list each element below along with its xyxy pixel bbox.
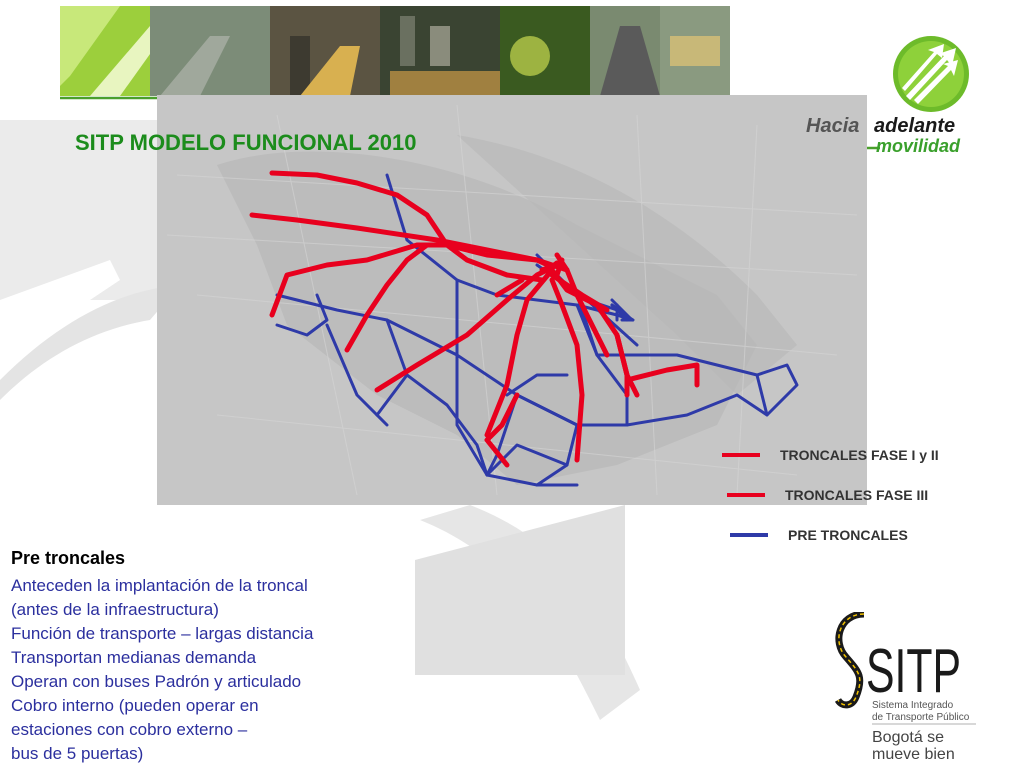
header-photo-banner (60, 6, 730, 96)
info-line: bus de 5 puertas) (11, 744, 144, 763)
info-lines: Anteceden la implantación de la troncal … (11, 574, 313, 766)
bogota-slogan-1: Bogotá se (872, 729, 944, 746)
legend-swatch-red (722, 453, 760, 457)
legend-item-pre-troncales: PRE TRONCALES (730, 527, 908, 543)
legend-item-troncales-fase-1-2: TRONCALES FASE I y II (722, 447, 939, 463)
legend-swatch-blue (730, 533, 768, 537)
legend-label: PRE TRONCALES (788, 527, 908, 543)
info-line: estaciones con cobro externo – (11, 720, 248, 739)
info-line: Operan con buses Padrón y articulado (11, 672, 302, 691)
info-line: (antes de la infraestructura) (11, 600, 219, 619)
info-heading: Pre troncales (11, 548, 126, 568)
sitp-subtitle-2: de Transporte Público (872, 712, 970, 723)
legend-label: TRONCALES FASE III (785, 487, 929, 503)
info-line: Transportan medianas demanda (11, 648, 257, 667)
info-line: Cobro interno (pueden operar en (11, 696, 259, 715)
route-map (157, 95, 867, 505)
info-box (0, 540, 415, 768)
logo-text-adelante: adelante (874, 115, 955, 137)
sitp-wordmark: SITP (866, 637, 961, 706)
sitp-logo: SITP Sistema Integrado de Transporte Púb… (834, 612, 976, 763)
legend-item-troncales-fase-3: TRONCALES FASE III (727, 487, 928, 503)
sitp-subtitle-1: Sistema Integrado (872, 700, 954, 711)
slide-title: SITP MODELO FUNCIONAL 2010 (75, 130, 417, 155)
route-map-svg (157, 95, 867, 505)
bogota-slogan-2: mueve bien (872, 746, 955, 763)
info-line: Función de transporte – largas distancia (11, 624, 314, 643)
logo-text-movilidad: movilidad (876, 136, 961, 156)
legend-label: TRONCALES FASE I y II (780, 447, 939, 463)
logo-text-hacia: Hacia (806, 115, 859, 137)
info-line: Anteceden la implantación de la troncal (11, 576, 308, 595)
hacia-adelante-logo: Hacia adelante movilidad (806, 36, 969, 156)
legend-swatch-red (727, 493, 765, 497)
